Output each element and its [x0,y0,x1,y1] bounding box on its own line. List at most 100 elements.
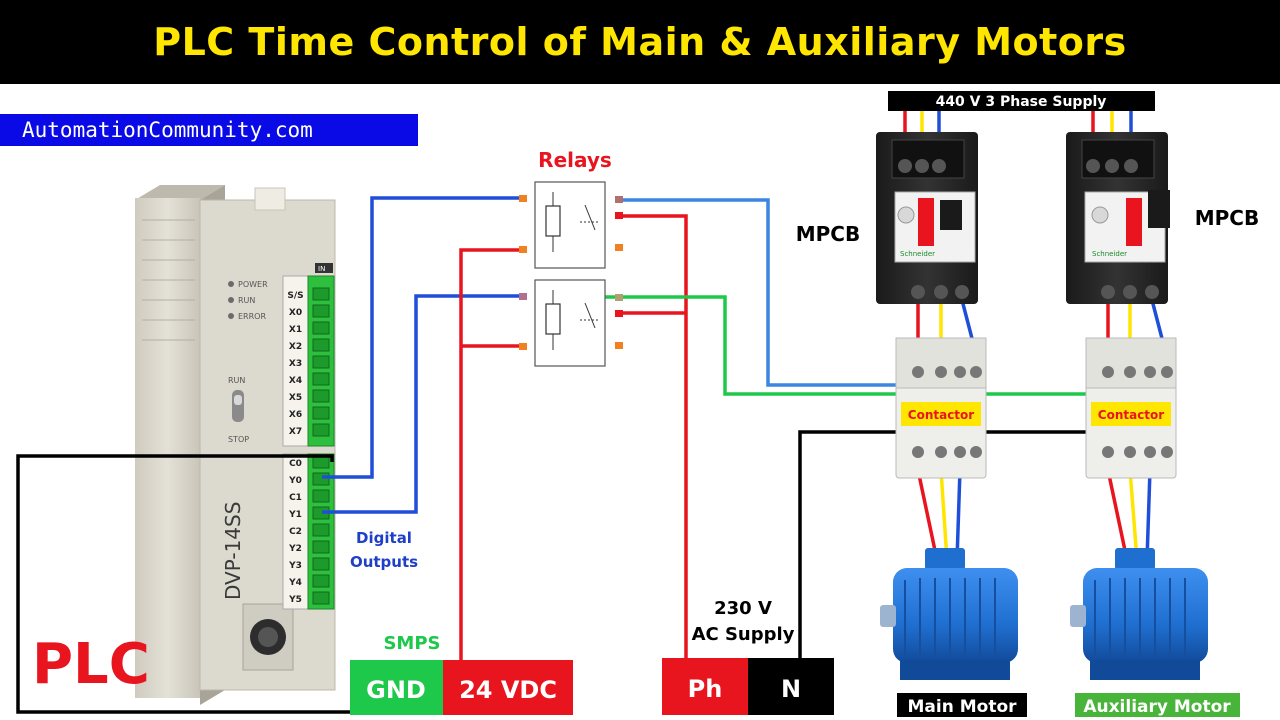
smps-gnd-terminal [350,660,443,715]
ac-ph-terminal [662,658,748,715]
relay-1-pin [615,212,623,219]
supply-label: 440 V 3 Phase Supply [936,94,1107,110]
terminal-screw [312,406,330,420]
terminal-screw [312,557,330,571]
ac-ph-label: Ph [688,675,723,703]
supply-drops [903,110,1133,132]
relay-1-coil [545,205,561,237]
terminal-screw [312,372,330,386]
relay-2-pin [615,310,623,317]
in-badge-bg [315,263,333,273]
contactor-right: Contactor [1085,337,1177,479]
plc-unit: POWER RUN ERROR RUN STOP DVP-14SS IN S/S… [135,185,336,705]
relay-2-pin [615,342,623,349]
output-label-strip [282,453,309,610]
terminal-label: Y2 [288,544,302,554]
error-led [228,313,234,319]
terminal-screw [312,304,330,318]
terminal-screw [312,455,330,469]
main-motor-tag [897,693,1027,717]
terminal-screw [312,523,330,537]
terminal-label: Y5 [288,595,302,605]
terminal-label: Y3 [288,561,302,571]
terminal-label: X7 [289,427,302,437]
relay-1-pin [519,195,527,202]
relay-2 [519,279,623,367]
plc-top-edge [135,185,225,200]
terminal-label: C0 [289,459,302,469]
smps-24vdc-label: 24 VDC [459,676,557,704]
mpcb-right-label: MPCB [1195,206,1259,230]
mpcb-right: Schneider [1066,132,1170,304]
terminal-label: X1 [289,325,302,335]
mpcb-right-brand: Schneider [1092,250,1127,258]
relay-1-pin [615,244,623,251]
terminal-screw [312,423,330,437]
switch-run-label: RUN [228,376,245,385]
mpcb-left-stop [918,198,934,246]
smps-label: SMPS [383,633,440,654]
terminal-label: C1 [289,493,302,503]
wire-ph-relay1 [619,214,688,660]
terminal-label: C2 [289,527,302,537]
ac-n-terminal [748,658,834,715]
terminal-screw [312,540,330,554]
terminal-screw [312,591,330,605]
contactor-right-label: Contactor [1098,408,1165,422]
mpcb-right-stop [1126,198,1142,246]
main-motor-label: Main Motor [907,697,1017,717]
smps-gnd-label: GND [366,676,426,704]
relay-2-coil [545,303,561,335]
switch-stop-label: STOP [228,435,249,444]
page-title: PLC Time Control of Main & Auxiliary Mot… [153,20,1127,64]
mpcb-left: Schneider [876,132,978,304]
indicator-power: POWER [238,280,268,289]
terminal-label: X3 [289,359,302,369]
contactor-left-tag [901,402,981,426]
ac-supply-line2: AC Supply [692,624,795,645]
plc-label: PLC [32,632,150,697]
auxiliary-motor-tag [1075,693,1240,717]
relay-1-pin [519,246,527,253]
terminal-label: X4 [289,376,302,386]
mpcb-left-dial [897,206,915,224]
mpcb-right-dial [1091,206,1109,224]
wire-24v-relay1 [459,248,524,660]
terminal-label: X6 [289,410,302,420]
terminal-screw [312,321,330,335]
relay-2-pin [519,293,527,300]
contactor-right-tag [1091,402,1171,426]
in-badge: IN [318,265,325,273]
indicator-error: ERROR [238,312,266,321]
site-label: AutomationCommunity.com [0,114,418,146]
switch-lever [234,395,242,405]
digital-outputs-line1: Digital [356,529,412,547]
terminal-screw [312,338,330,352]
plc-top-tab [254,187,286,211]
terminal-screw [312,389,330,403]
plc-vents [142,219,195,341]
supply-bar [888,91,1155,111]
terminal-label: Y4 [288,578,302,588]
plc-left-body [135,198,200,698]
terminal-label: X5 [289,393,302,403]
comm-port-inner [258,627,278,647]
contactor-left-label: Contactor [908,408,975,422]
wire-gnd [16,454,350,714]
terminal-screw [312,355,330,369]
main-motor [880,548,1018,680]
ac-n-label: N [781,675,801,703]
mpcb-left-label: MPCB [796,222,860,246]
mpcb-right-start [1148,190,1170,228]
terminal-screw [312,489,330,503]
terminal-screw [312,574,330,588]
auxiliary-motor-label: Auxiliary Motor [1083,697,1231,717]
run-led [228,297,234,303]
terminal-screw [312,287,330,301]
title-banner [0,0,1280,84]
mpcb-left-start [940,200,962,230]
relay-2-pin [615,294,623,301]
relay-1 [519,181,623,269]
